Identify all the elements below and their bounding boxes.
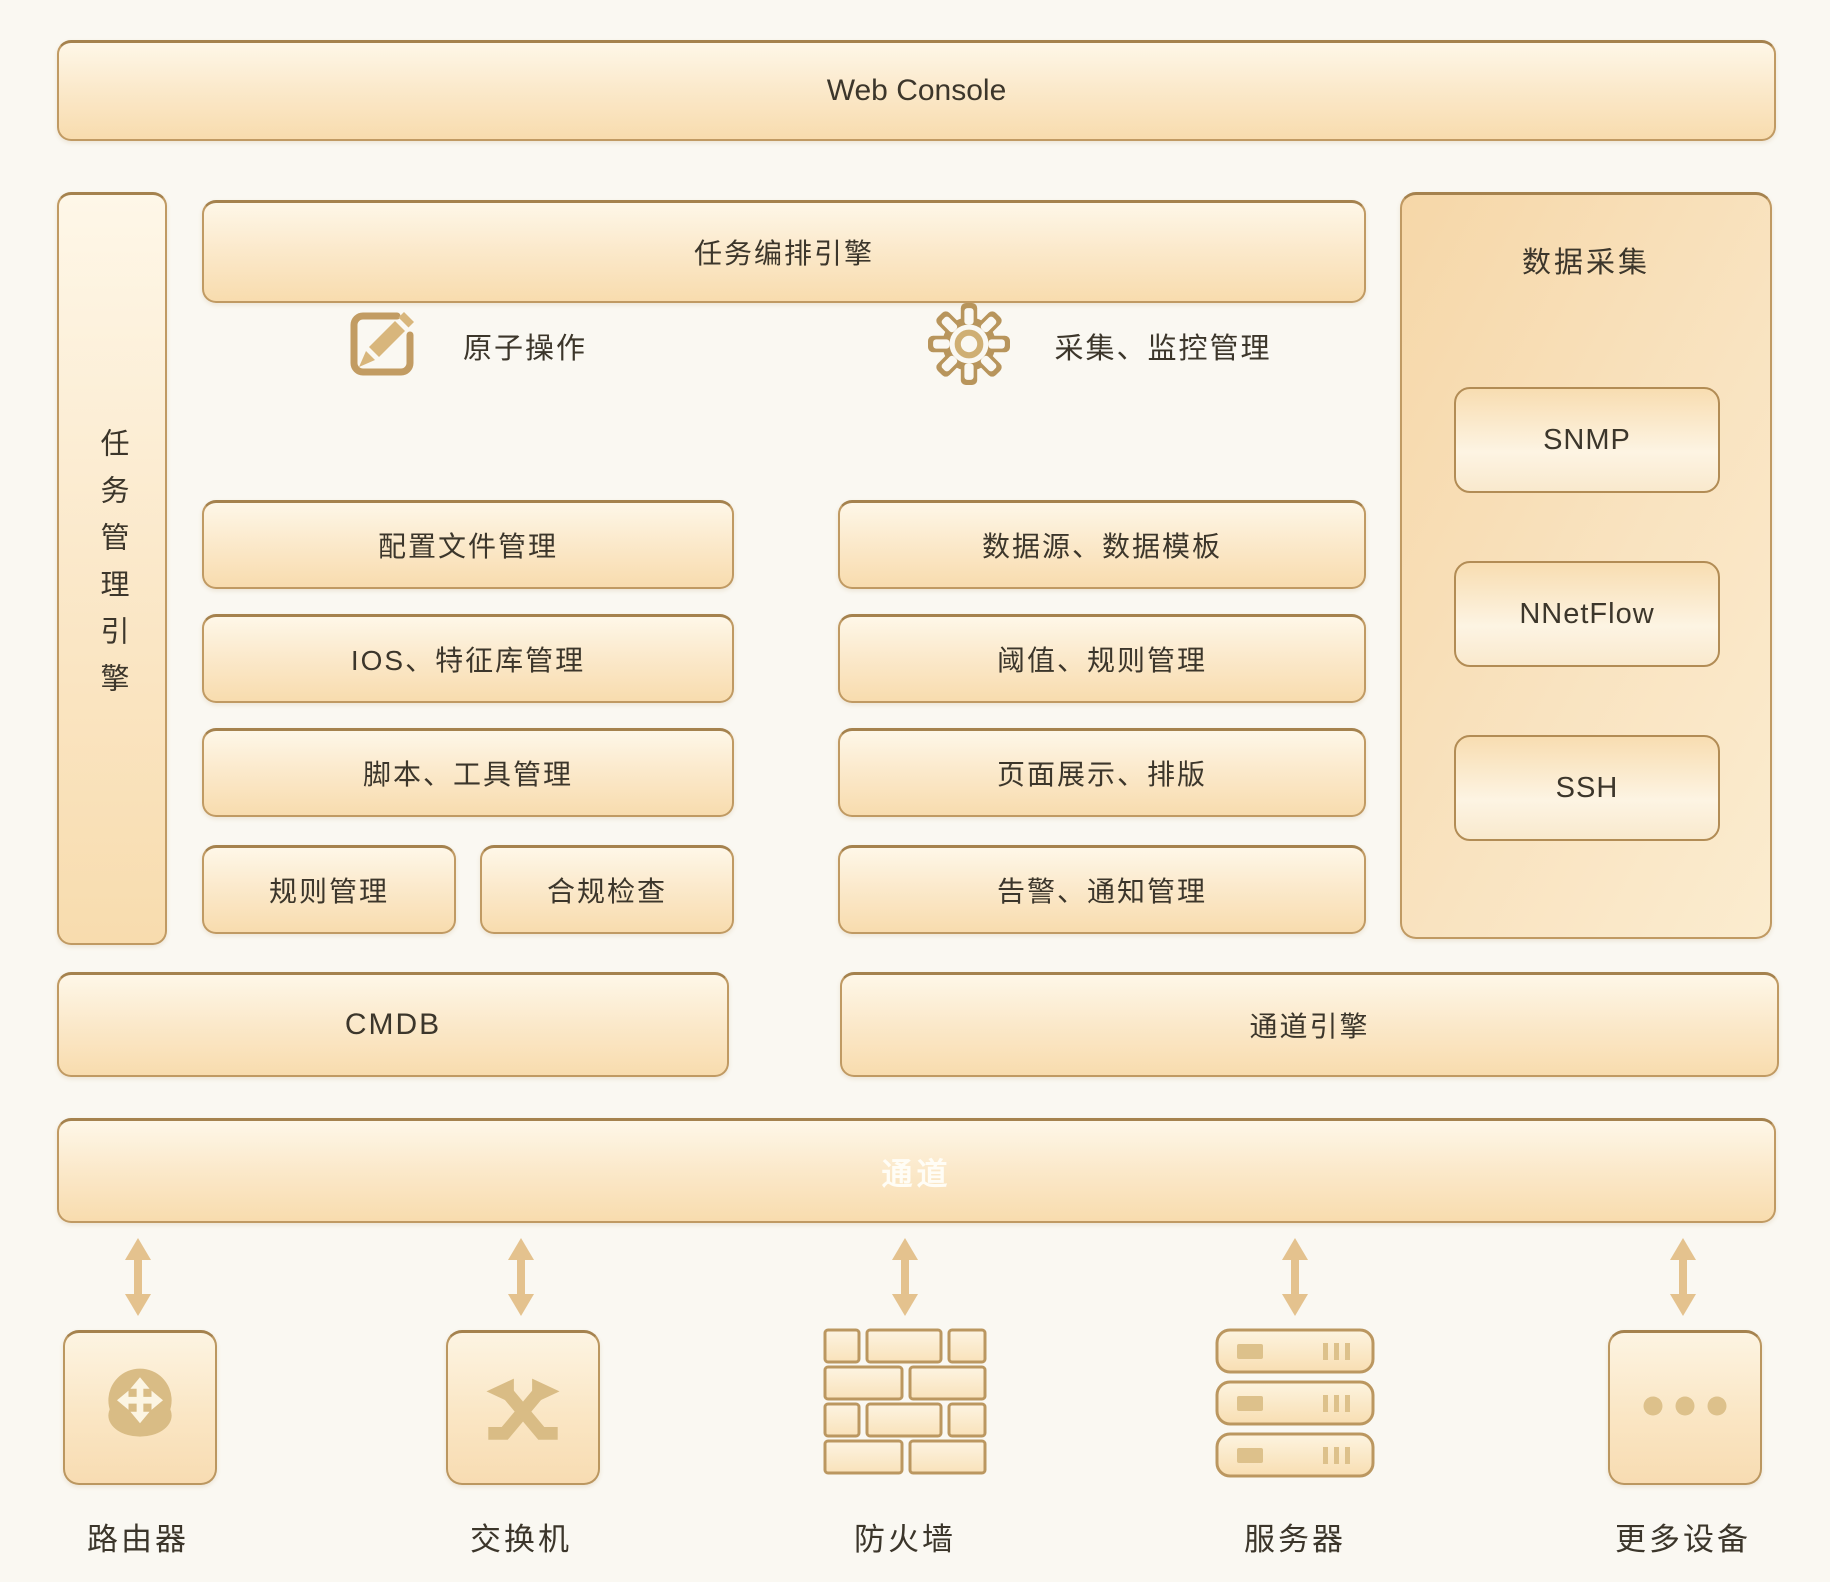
ios-signature-mgmt-box: IOS、特征库管理 [202, 614, 734, 703]
datasource-template-box: 数据源、数据模板 [838, 500, 1366, 589]
rule-mgmt-box: 规则管理 [202, 845, 456, 934]
switch-label: 交换机 [470, 1522, 572, 1557]
firewall-icon [823, 1328, 987, 1481]
cmdb-box: CMDB [57, 972, 729, 1077]
data-collection-title: 数据采集 [1521, 247, 1650, 279]
firewall-label: 防火墙 [854, 1522, 956, 1557]
double-arrow-icon [125, 1238, 151, 1316]
double-arrow-icon [1282, 1238, 1308, 1316]
alert-notification-box: 告警、通知管理 [838, 845, 1366, 934]
nnetflow-box: NNetFlow [1454, 561, 1720, 667]
switch-icon [477, 1364, 569, 1453]
double-arrow-icon [892, 1238, 918, 1316]
atomic-operations-label: 原子操作 [462, 333, 587, 365]
more-devices-icon [1635, 1386, 1735, 1431]
compliance-check-box: 合规检查 [480, 845, 734, 934]
double-arrow-icon [508, 1238, 534, 1316]
more-devices-label: 更多设备 [1615, 1522, 1751, 1557]
monitoring-label: 采集、监控管理 [1054, 333, 1272, 365]
config-file-mgmt-box: 配置文件管理 [202, 500, 734, 589]
server-label: 服务器 [1244, 1522, 1346, 1557]
more-devices-box [1608, 1330, 1762, 1485]
task-management-engine-bar: 任务管理引擎 [57, 192, 167, 945]
task-orchestration-engine-bar: 任务编排引擎 [202, 200, 1366, 303]
channel-bus-bar: 通道 [57, 1118, 1776, 1223]
web-console-bar: Web Console [57, 40, 1776, 141]
double-arrow-icon [1670, 1238, 1696, 1316]
switch-device [446, 1330, 600, 1485]
channel-engine-box: 通道引擎 [840, 972, 1779, 1077]
ssh-box: SSH [1454, 735, 1720, 841]
data-collection-panel: 数据采集 SNMP NNetFlow SSH [1400, 192, 1772, 939]
page-display-layout-box: 页面展示、排版 [838, 728, 1366, 817]
router-label: 路由器 [87, 1522, 189, 1557]
script-tool-mgmt-box: 脚本、工具管理 [202, 728, 734, 817]
server-icon [1215, 1328, 1375, 1483]
monitoring-header: 采集、监控管理 [838, 298, 1362, 394]
gear-icon [928, 302, 1011, 390]
router-icon [94, 1360, 186, 1457]
edit-icon [345, 307, 419, 386]
atomic-operations-header: 原子操作 [202, 298, 730, 394]
snmp-box: SNMP [1454, 387, 1720, 493]
router-device [63, 1330, 217, 1485]
threshold-rule-box: 阈值、规则管理 [838, 614, 1366, 703]
